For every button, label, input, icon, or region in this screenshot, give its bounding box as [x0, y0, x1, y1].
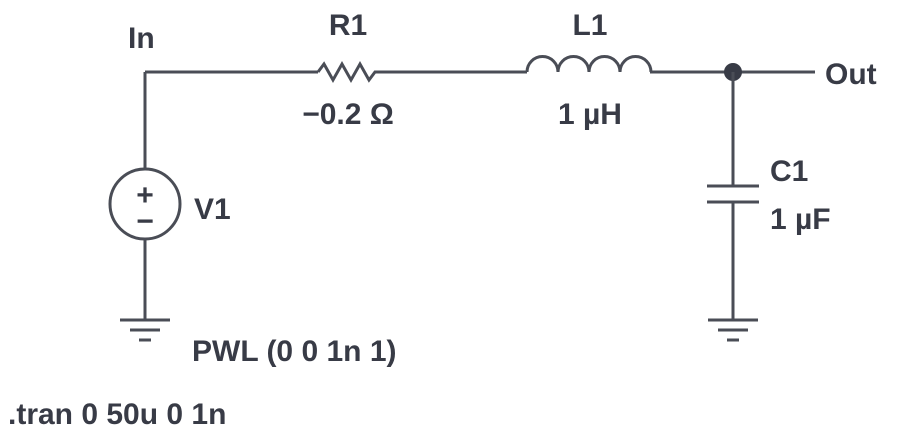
source-value: PWL (0 0 1n 1) — [192, 335, 397, 368]
in-node-label: In — [128, 22, 155, 55]
capacitor-name: C1 — [770, 155, 808, 188]
out-node-label: Out — [825, 58, 877, 91]
inductor-l1-symbol — [525, 55, 653, 73]
resistor-value: −0.2 Ω — [302, 98, 394, 131]
capacitor-value: 1 µF — [770, 203, 831, 236]
resistor-r1-symbol — [316, 60, 380, 84]
source-name: V1 — [194, 193, 231, 226]
resistor-name: R1 — [329, 9, 367, 42]
inductor-value: 1 µH — [558, 98, 622, 131]
ground-icon — [120, 318, 170, 342]
plus-sign: + — [136, 179, 154, 212]
capacitor-c1-symbol — [707, 72, 759, 320]
minus-sign: − — [136, 205, 154, 238]
ground-icon — [708, 318, 758, 342]
inductor-name: L1 — [572, 9, 607, 42]
voltage-source-v1-symbol — [108, 167, 182, 241]
simulation-directive: .tran 0 50u 0 1n — [8, 398, 226, 431]
